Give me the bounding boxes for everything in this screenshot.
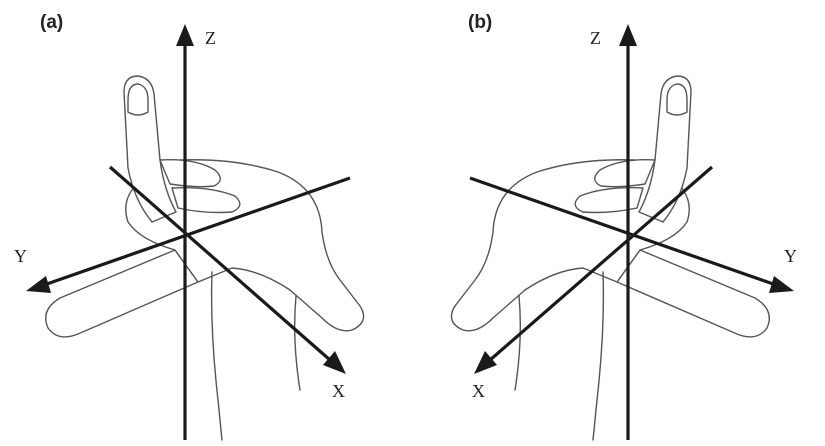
panel-label-b: (b): [468, 12, 492, 33]
forearm-right-edge-b: [514, 295, 522, 391]
x-arrowhead-a: [323, 351, 346, 374]
y-axis-label-b: Y: [784, 246, 797, 266]
panel-b: (b) Z Y X: [450, 12, 797, 441]
thumbnail: [127, 83, 149, 116]
y-axis-a: [43, 176, 351, 287]
curled-finger-lower: [171, 187, 241, 214]
y-axis-label-a: Y: [14, 246, 27, 266]
z-arrowhead-a: [176, 24, 194, 46]
panel-label-a: (a): [40, 12, 63, 33]
index-finger: [45, 249, 199, 338]
y-arrowhead-a: [26, 276, 51, 293]
curled-finger-upper: [159, 159, 221, 188]
right-hand-drawing: [450, 75, 770, 441]
index-finger-b: [616, 249, 770, 338]
z-axis-label-b: Z: [590, 28, 601, 48]
forearm-left-edge: [210, 271, 223, 441]
left-hand-drawing: [45, 75, 365, 441]
panel-a: (a) Z Y X: [14, 12, 365, 441]
forearm-left-edge-b: [592, 271, 605, 441]
y-axis-b: [469, 176, 777, 287]
curled-finger-lower-b: [574, 187, 644, 214]
x-axis-label-b: X: [472, 381, 485, 401]
y-arrowhead-b: [769, 276, 794, 293]
x-axis-b: [488, 165, 714, 362]
z-axis-label-a: Z: [205, 28, 216, 48]
x-axis-a: [108, 165, 332, 362]
z-arrowhead-b: [619, 24, 637, 46]
curled-finger-upper-b: [594, 159, 656, 188]
x-axis-label-a: X: [332, 381, 345, 401]
x-arrowhead-b: [474, 351, 497, 374]
forearm-right-edge: [293, 295, 301, 391]
thumbnail-b: [666, 83, 688, 116]
